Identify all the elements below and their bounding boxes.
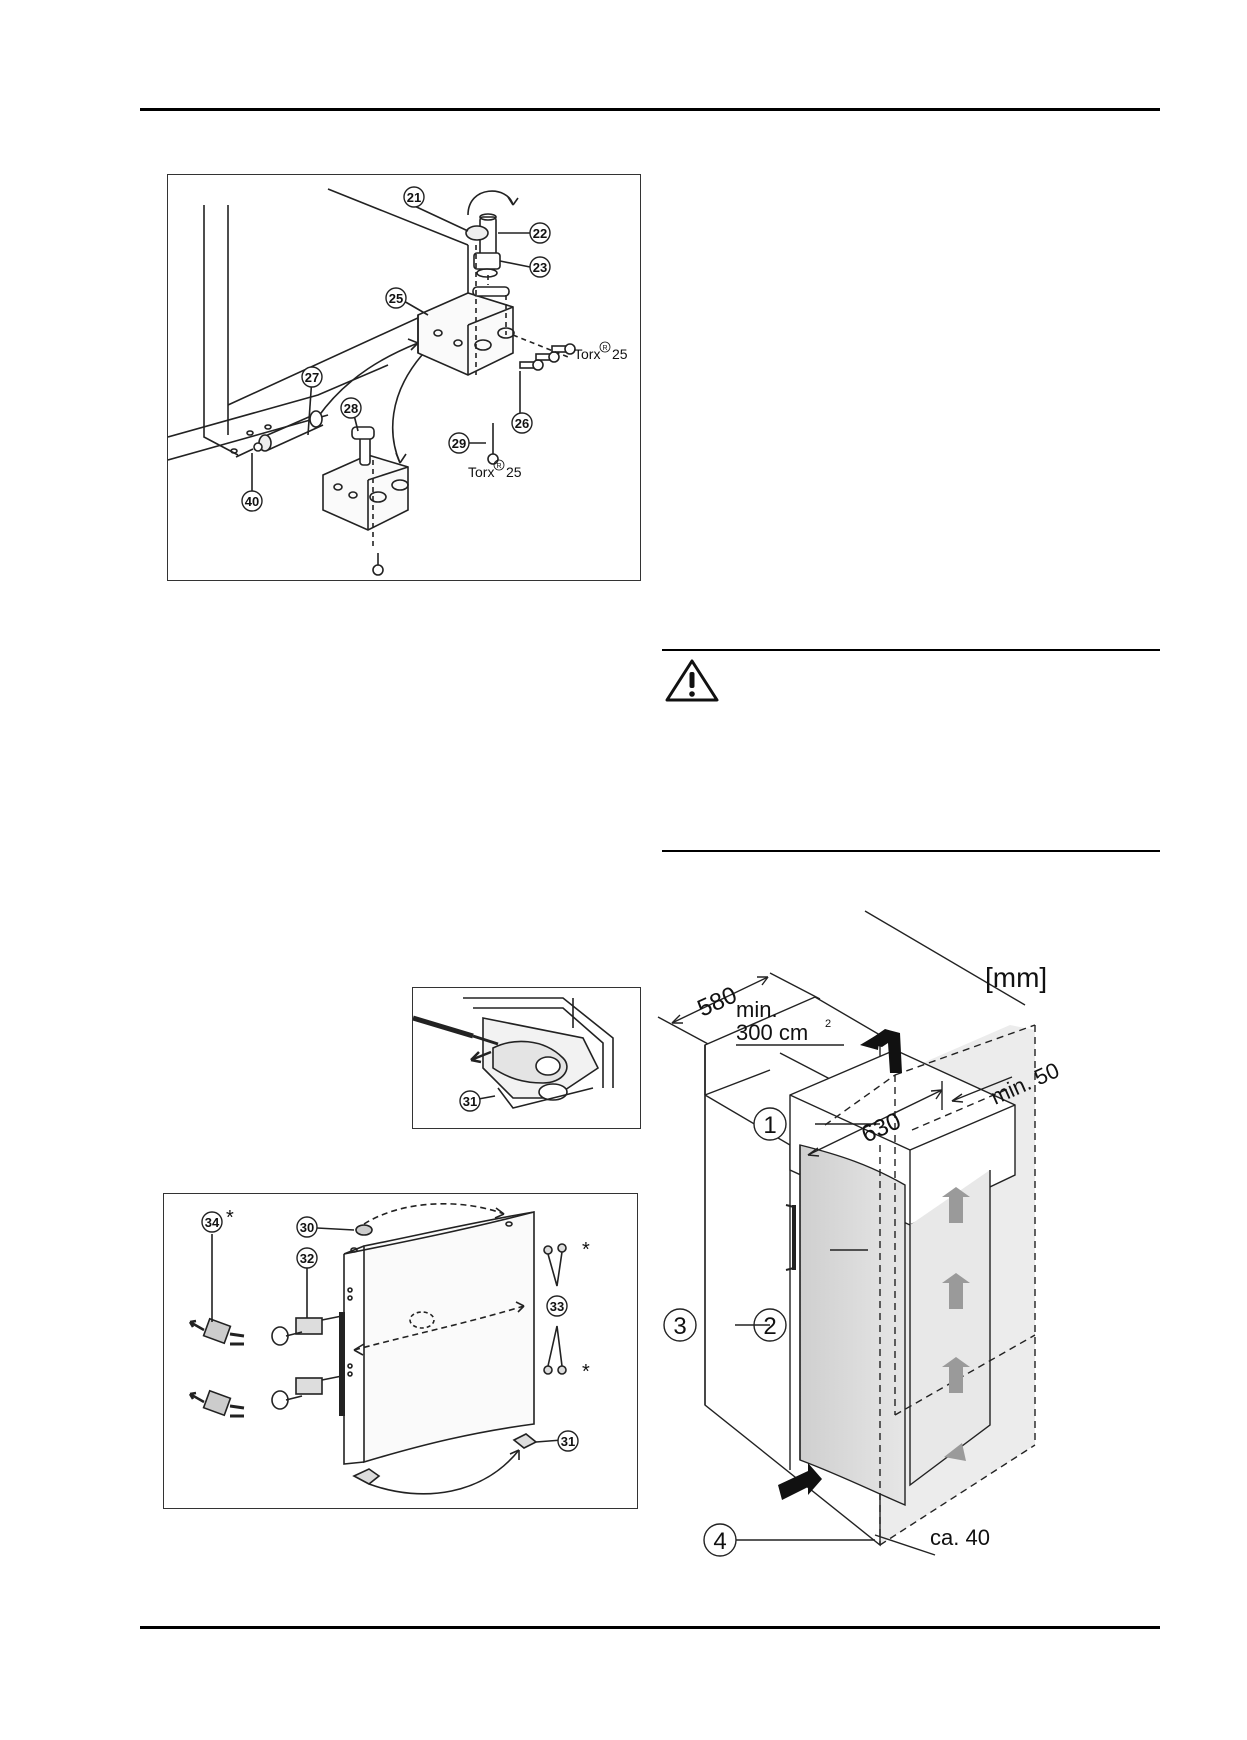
callout-31-door: 31 bbox=[561, 1434, 575, 1449]
header-rule bbox=[140, 108, 1160, 111]
latch-drawing: 31 bbox=[413, 997, 614, 1112]
callout-40: 40 bbox=[245, 494, 259, 509]
callout-2: 2 bbox=[763, 1313, 776, 1340]
latch-figure: 31 bbox=[412, 987, 641, 1129]
torx-label-lower: Torx bbox=[468, 464, 494, 480]
registered-mark-lower: R bbox=[497, 463, 502, 470]
installation-figure: [mm] 580 min. 300 cm 2 630 min. 50 ca. 4… bbox=[650, 905, 1080, 1595]
dim-depth-580: 580 bbox=[693, 982, 741, 1023]
callout-25: 25 bbox=[389, 291, 403, 306]
callout-29: 29 bbox=[452, 436, 466, 451]
warning-triangle-icon bbox=[665, 659, 719, 702]
door-figure: 34 30 32 33 31 * * * bbox=[163, 1193, 638, 1509]
registered-mark-upper: R bbox=[603, 345, 608, 352]
callout-23: 23 bbox=[533, 260, 547, 275]
callout-3: 3 bbox=[673, 1313, 686, 1340]
asterisk-34: * bbox=[226, 1207, 234, 1229]
torx-size-lower: 25 bbox=[506, 464, 522, 480]
torx-label-upper: Torx bbox=[574, 346, 600, 362]
door-drawing: 34 30 32 33 31 * * * bbox=[188, 1202, 590, 1495]
warning-icon-wrap bbox=[662, 656, 722, 704]
callout-4: 4 bbox=[713, 1528, 726, 1555]
warning-bottom-rule bbox=[662, 850, 1160, 852]
callout-26: 26 bbox=[515, 416, 529, 431]
footer-rule bbox=[140, 1626, 1160, 1629]
torx-size-upper: 25 bbox=[612, 346, 628, 362]
hinge-figure: 21 22 23 25 26 27 28 29 40 Torx R 25 Tor… bbox=[167, 174, 641, 581]
installation-drawing: [mm] 580 min. 300 cm 2 630 min. 50 ca. 4… bbox=[657, 910, 1063, 1557]
callout-31-latch: 31 bbox=[463, 1094, 477, 1109]
callout-21: 21 bbox=[407, 190, 421, 205]
vent-area-superscript: 2 bbox=[825, 1018, 831, 1030]
asterisk-33-bottom: * bbox=[582, 1361, 590, 1383]
callout-1: 1 bbox=[763, 1112, 776, 1139]
callout-30: 30 bbox=[300, 1220, 314, 1235]
callout-27: 27 bbox=[305, 370, 319, 385]
warning-top-rule bbox=[662, 649, 1160, 651]
callout-22: 22 bbox=[533, 226, 547, 241]
dim-bottom-ca40: ca. 40 bbox=[930, 1525, 990, 1550]
callout-28: 28 bbox=[344, 401, 358, 416]
vent-min-label: min. bbox=[736, 997, 778, 1022]
unit-label: [mm] bbox=[985, 962, 1047, 993]
callout-34: 34 bbox=[205, 1215, 220, 1230]
callout-32: 32 bbox=[300, 1251, 314, 1266]
asterisk-33-top: * bbox=[582, 1239, 590, 1261]
hinge-drawing: 21 22 23 25 26 27 28 29 40 Torx R 25 Tor… bbox=[168, 186, 628, 576]
callout-33: 33 bbox=[550, 1299, 564, 1314]
vent-area-label: 300 cm bbox=[736, 1020, 808, 1045]
